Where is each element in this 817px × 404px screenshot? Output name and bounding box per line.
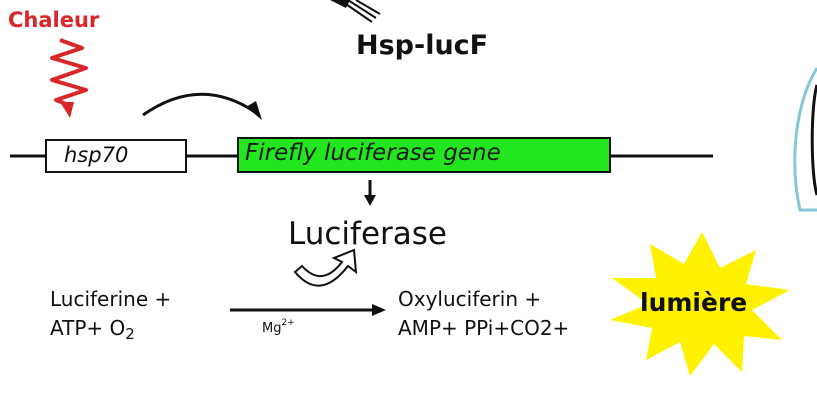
cofactor-label: Mg2+ — [262, 318, 295, 336]
product-line-1: Oxyluciferin + — [398, 287, 542, 311]
partial-circle-inner — [810, 84, 817, 196]
expression-arrowhead-icon — [364, 195, 376, 206]
product-line-2: AMP+ PPi+CO2+ — [398, 316, 570, 340]
catalysis-curved-arrow-icon — [293, 248, 358, 287]
enzyme-label: Luciferase — [288, 216, 447, 252]
light-starburst-icon — [610, 232, 790, 376]
heat-label: Chaleur — [8, 8, 100, 32]
heat-arrowhead-icon — [60, 102, 74, 118]
top-pointer-icon — [330, 0, 381, 23]
promoter-label: hsp70 — [64, 143, 129, 167]
construct-title: Hsp-lucF — [356, 30, 489, 61]
gene-box — [237, 137, 611, 173]
promoter-box — [45, 139, 187, 173]
light-label: lumière — [640, 288, 748, 317]
substrate-line-2: ATP+ O2 — [50, 316, 135, 343]
induction-arrowhead-icon — [246, 101, 262, 120]
substrate-line-1: Luciferine + — [50, 287, 172, 311]
heat-wave-icon — [50, 38, 88, 106]
reaction-arrowhead-icon — [372, 304, 386, 316]
partial-circle-outline — [793, 67, 817, 212]
gene-label: Firefly luciferase gene — [245, 140, 501, 166]
induction-arrow — [142, 92, 256, 117]
